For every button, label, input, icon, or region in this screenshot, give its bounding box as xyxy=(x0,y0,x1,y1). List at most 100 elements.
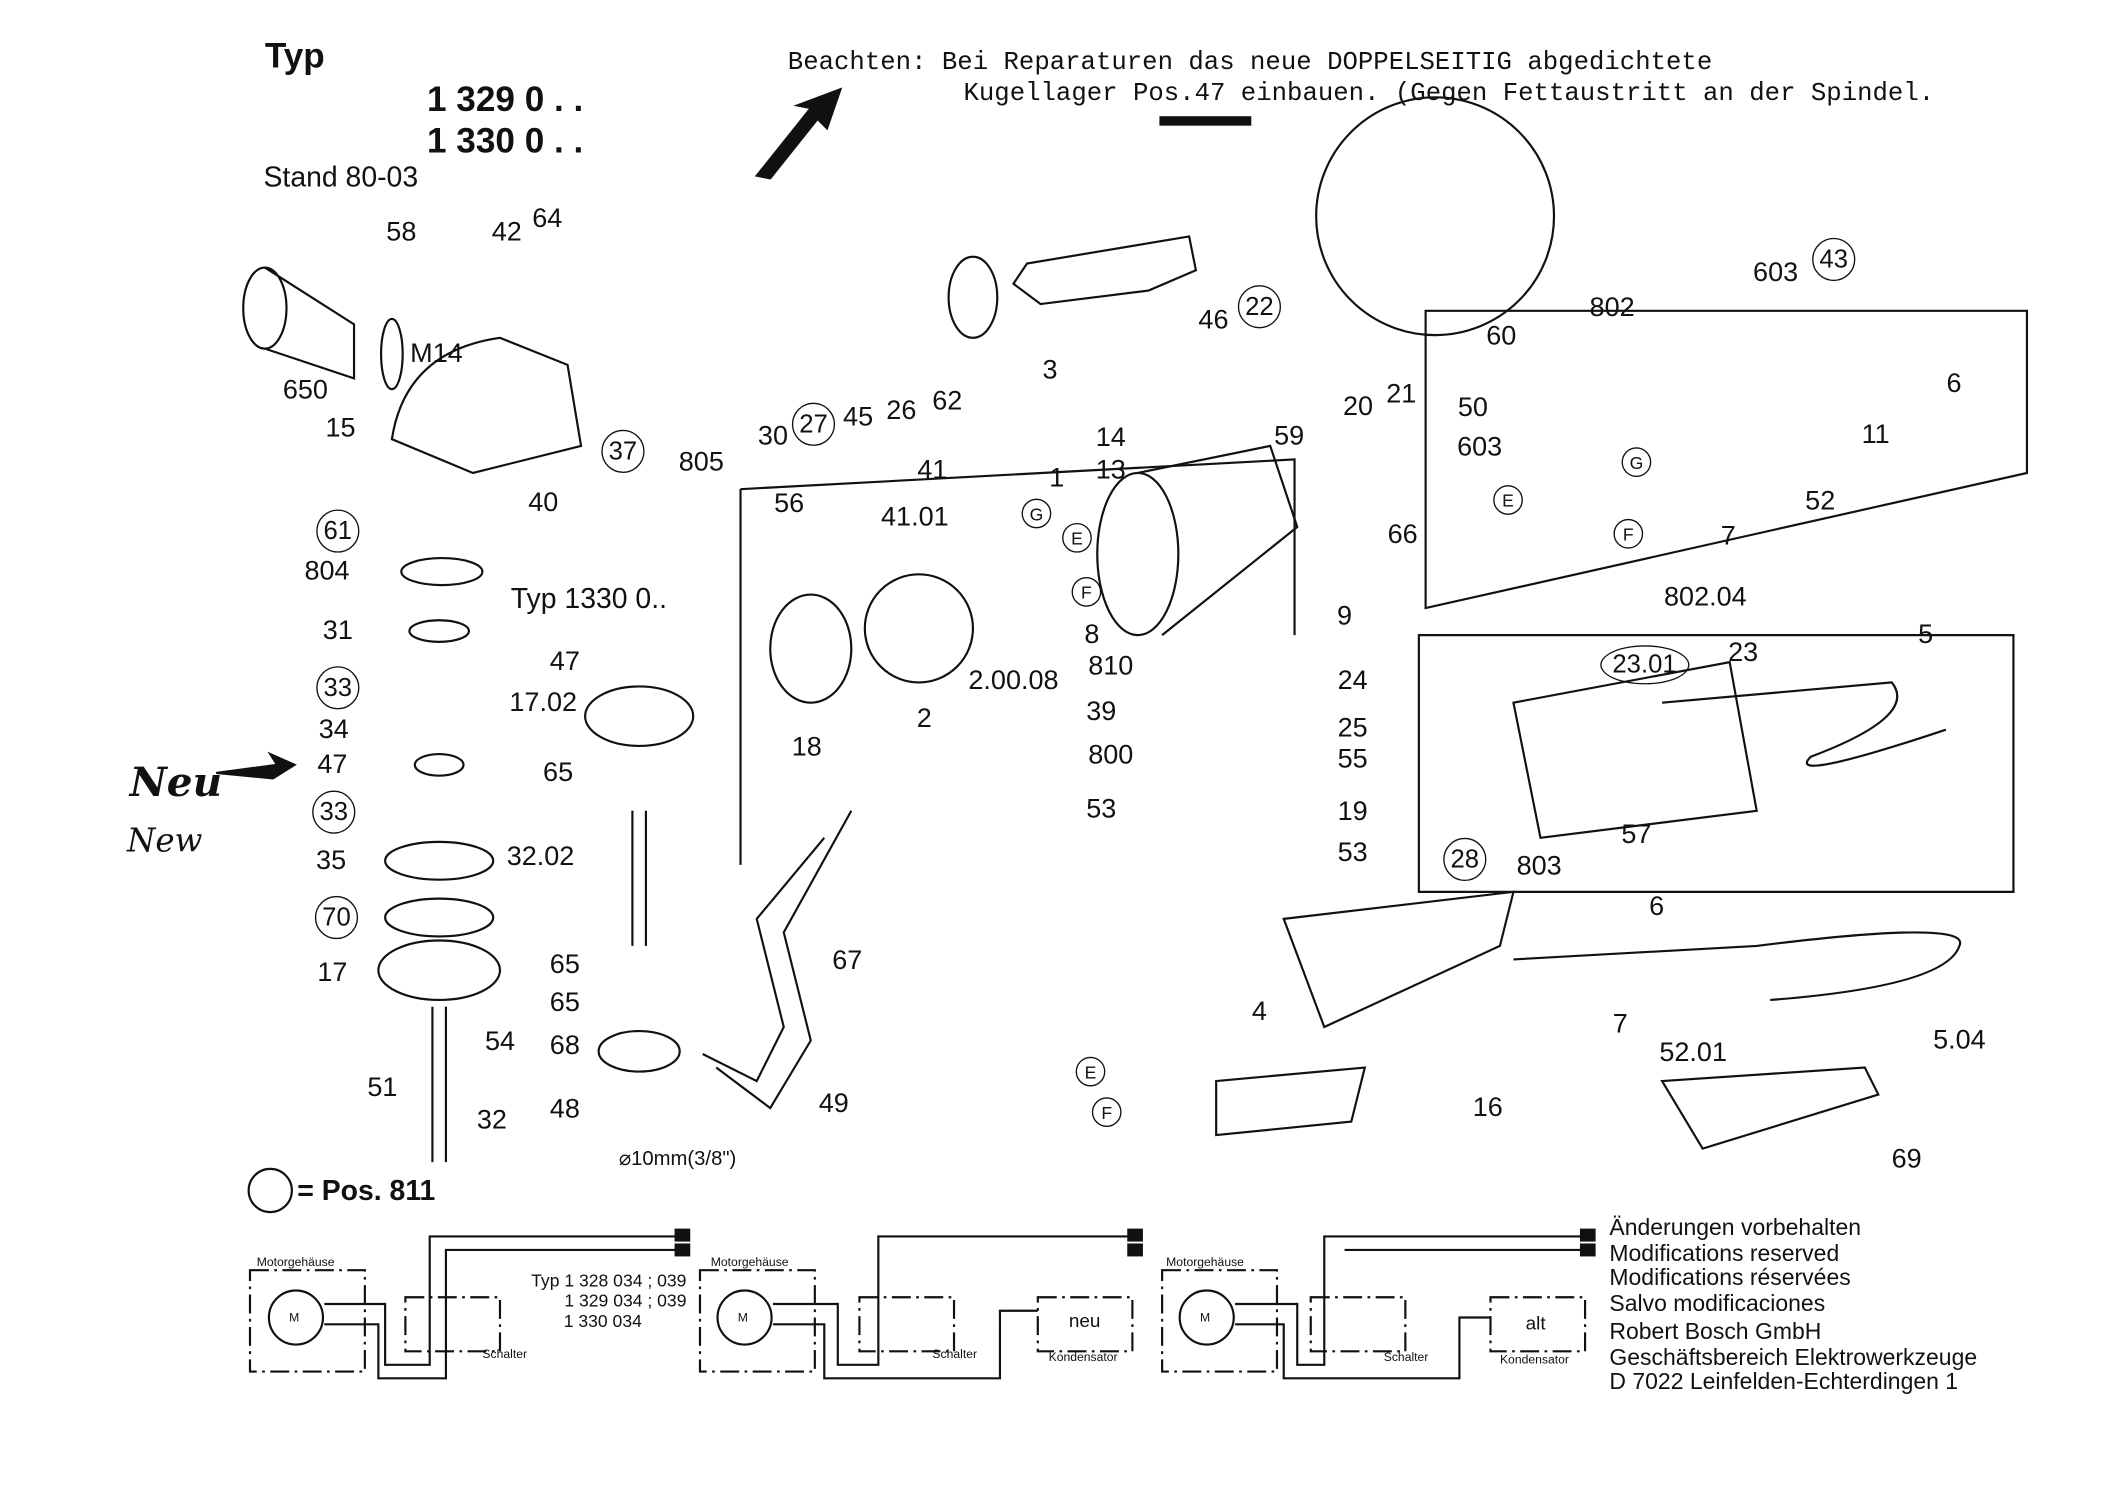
part-label-5-04: 5.04 xyxy=(1933,1025,1986,1056)
motor-symbol-3: M xyxy=(1199,1310,1211,1325)
capacitor-new: neu xyxy=(1068,1309,1101,1332)
part-label-800: 800 xyxy=(1088,740,1134,771)
part-label-45: 45 xyxy=(843,402,874,433)
part-label-7: 7 xyxy=(1612,1009,1628,1040)
part-label-52: 52 xyxy=(1805,486,1836,517)
part-label-32: 32 xyxy=(476,1105,507,1136)
sub-type-label: Typ 1330 0.. xyxy=(510,583,667,615)
part-label-1: 1 xyxy=(1049,463,1065,494)
part-label-802-04: 802.04 xyxy=(1664,582,1747,613)
part-label-33: 33 xyxy=(312,790,356,834)
part-label-21: 21 xyxy=(1386,379,1417,410)
part-label-40: 40 xyxy=(528,487,559,518)
part-label-27: 27 xyxy=(791,402,836,446)
part-label-24: 24 xyxy=(1337,666,1368,696)
motor-symbol-1: M xyxy=(289,1310,300,1325)
part-label-9: 9 xyxy=(1337,601,1353,632)
panel-switch xyxy=(1424,309,2029,610)
part-label-65: 65 xyxy=(549,949,580,980)
capacitor-old: alt xyxy=(1525,1312,1546,1334)
part-label-603: 603 xyxy=(1457,432,1503,463)
part-label-34: 34 xyxy=(318,714,349,745)
part-label-65: 65 xyxy=(543,758,574,788)
part-label-62: 62 xyxy=(932,386,963,417)
connector-letter-g: G xyxy=(1021,498,1052,529)
connector-letter-e: E xyxy=(1062,522,1092,553)
part-label-16: 16 xyxy=(1472,1093,1503,1123)
company-division: Geschäftsbereich Elektrowerkzeuge xyxy=(1609,1343,1978,1370)
disclaimers: Änderungen vorbehalten Modifications res… xyxy=(1609,1214,1978,1395)
part-label-52-01: 52.01 xyxy=(1659,1037,1728,1068)
part-label-23-01: 23.01 xyxy=(1600,645,1689,685)
disclaimer-es: Salvo modificaciones xyxy=(1609,1289,1826,1316)
part-label-57: 57 xyxy=(1621,820,1652,850)
part-label-6: 6 xyxy=(1649,891,1665,922)
wiring-diagram-1 xyxy=(248,1269,502,1373)
part-label-22: 22 xyxy=(1237,285,1282,329)
legend-pos-811: = Pos. 811 xyxy=(297,1175,436,1207)
part-label-54: 54 xyxy=(484,1026,516,1057)
part-label-805: 805 xyxy=(678,447,724,478)
part-label-65: 65 xyxy=(549,987,580,1018)
motor-housing-label-2: Motorgehäuse xyxy=(710,1255,789,1269)
connector-letter-f: F xyxy=(1613,518,1644,549)
part-label-47: 47 xyxy=(317,749,348,780)
part-label-26: 26 xyxy=(886,395,917,426)
part-label-56: 56 xyxy=(774,489,805,519)
wiring-lines xyxy=(324,1235,683,1380)
part-label-17: 17 xyxy=(317,958,348,988)
disclaimer-fr: Modifications réservées xyxy=(1609,1264,1851,1291)
connector-letter-e: E xyxy=(1075,1056,1106,1087)
disclaimer-de: Änderungen vorbehalten xyxy=(1609,1214,1862,1241)
wiring-diagram-2 xyxy=(698,1269,1134,1373)
motor-symbol-2: M xyxy=(737,1310,748,1325)
capacitor-label-3: Kondensator xyxy=(1499,1352,1569,1367)
typ-label: Typ xyxy=(264,35,325,76)
part-label-11: 11 xyxy=(1861,420,1890,450)
switch-label-1: Schalter xyxy=(482,1347,528,1361)
part-label-48: 48 xyxy=(549,1094,580,1125)
part-label-64: 64 xyxy=(532,204,563,234)
part-label-43: 43 xyxy=(1812,237,1856,282)
part-label-37: 37 xyxy=(601,429,645,473)
part-label-30: 30 xyxy=(757,421,788,452)
part-label-46: 46 xyxy=(1198,305,1229,336)
part-label-51: 51 xyxy=(367,1072,398,1103)
part-label-47: 47 xyxy=(549,647,580,678)
part-label-803: 803 xyxy=(1516,851,1562,882)
part-label-28: 28 xyxy=(1443,837,1487,882)
switch-label-3: Schalter xyxy=(1383,1349,1429,1364)
part-label-650: 650 xyxy=(282,375,328,406)
part-label-802: 802 xyxy=(1589,293,1635,323)
part-label-31: 31 xyxy=(322,616,353,646)
part-label-32-02: 32.02 xyxy=(506,841,575,872)
detail-circle xyxy=(1315,96,1556,337)
wiring-type-1: Typ 1 328 034 ; 039 xyxy=(531,1270,687,1291)
connector-letter-f: F xyxy=(1071,577,1102,607)
motor-housing-label-3: Motorgehäuse xyxy=(1166,1255,1244,1269)
model-1330: 1 330 0 . . xyxy=(427,120,584,161)
part-label-39: 39 xyxy=(1086,697,1117,727)
part-label-41-01: 41.01 xyxy=(881,502,949,533)
part-label-5: 5 xyxy=(1918,620,1934,650)
note-line-2: Kugellager Pos.47 einbauen. (Gegen Fetta… xyxy=(963,78,1935,109)
armature xyxy=(1012,235,1198,306)
panel-frame xyxy=(739,458,1296,865)
model-1329: 1 329 0 . . xyxy=(427,78,584,119)
part-label-17-02: 17.02 xyxy=(509,687,578,718)
part-label-42: 42 xyxy=(491,217,522,248)
part-label-804: 804 xyxy=(304,556,350,587)
part-label-M14: M14 xyxy=(410,339,463,369)
part-label-53: 53 xyxy=(1337,837,1368,868)
part-label-19: 19 xyxy=(1337,797,1368,827)
part-label-58: 58 xyxy=(386,217,417,248)
switch-label-2: Schalter xyxy=(932,1347,978,1361)
part-label-13: 13 xyxy=(1095,455,1126,486)
part-label-18: 18 xyxy=(791,732,822,763)
part-label-33: 33 xyxy=(316,666,360,710)
part-label-2-00-08: 2.00.08 xyxy=(968,666,1059,696)
gear-head xyxy=(390,336,583,475)
company-address: D 7022 Leinfelden-Echterdingen 1 xyxy=(1609,1368,1959,1395)
part-label-60: 60 xyxy=(1486,321,1517,352)
